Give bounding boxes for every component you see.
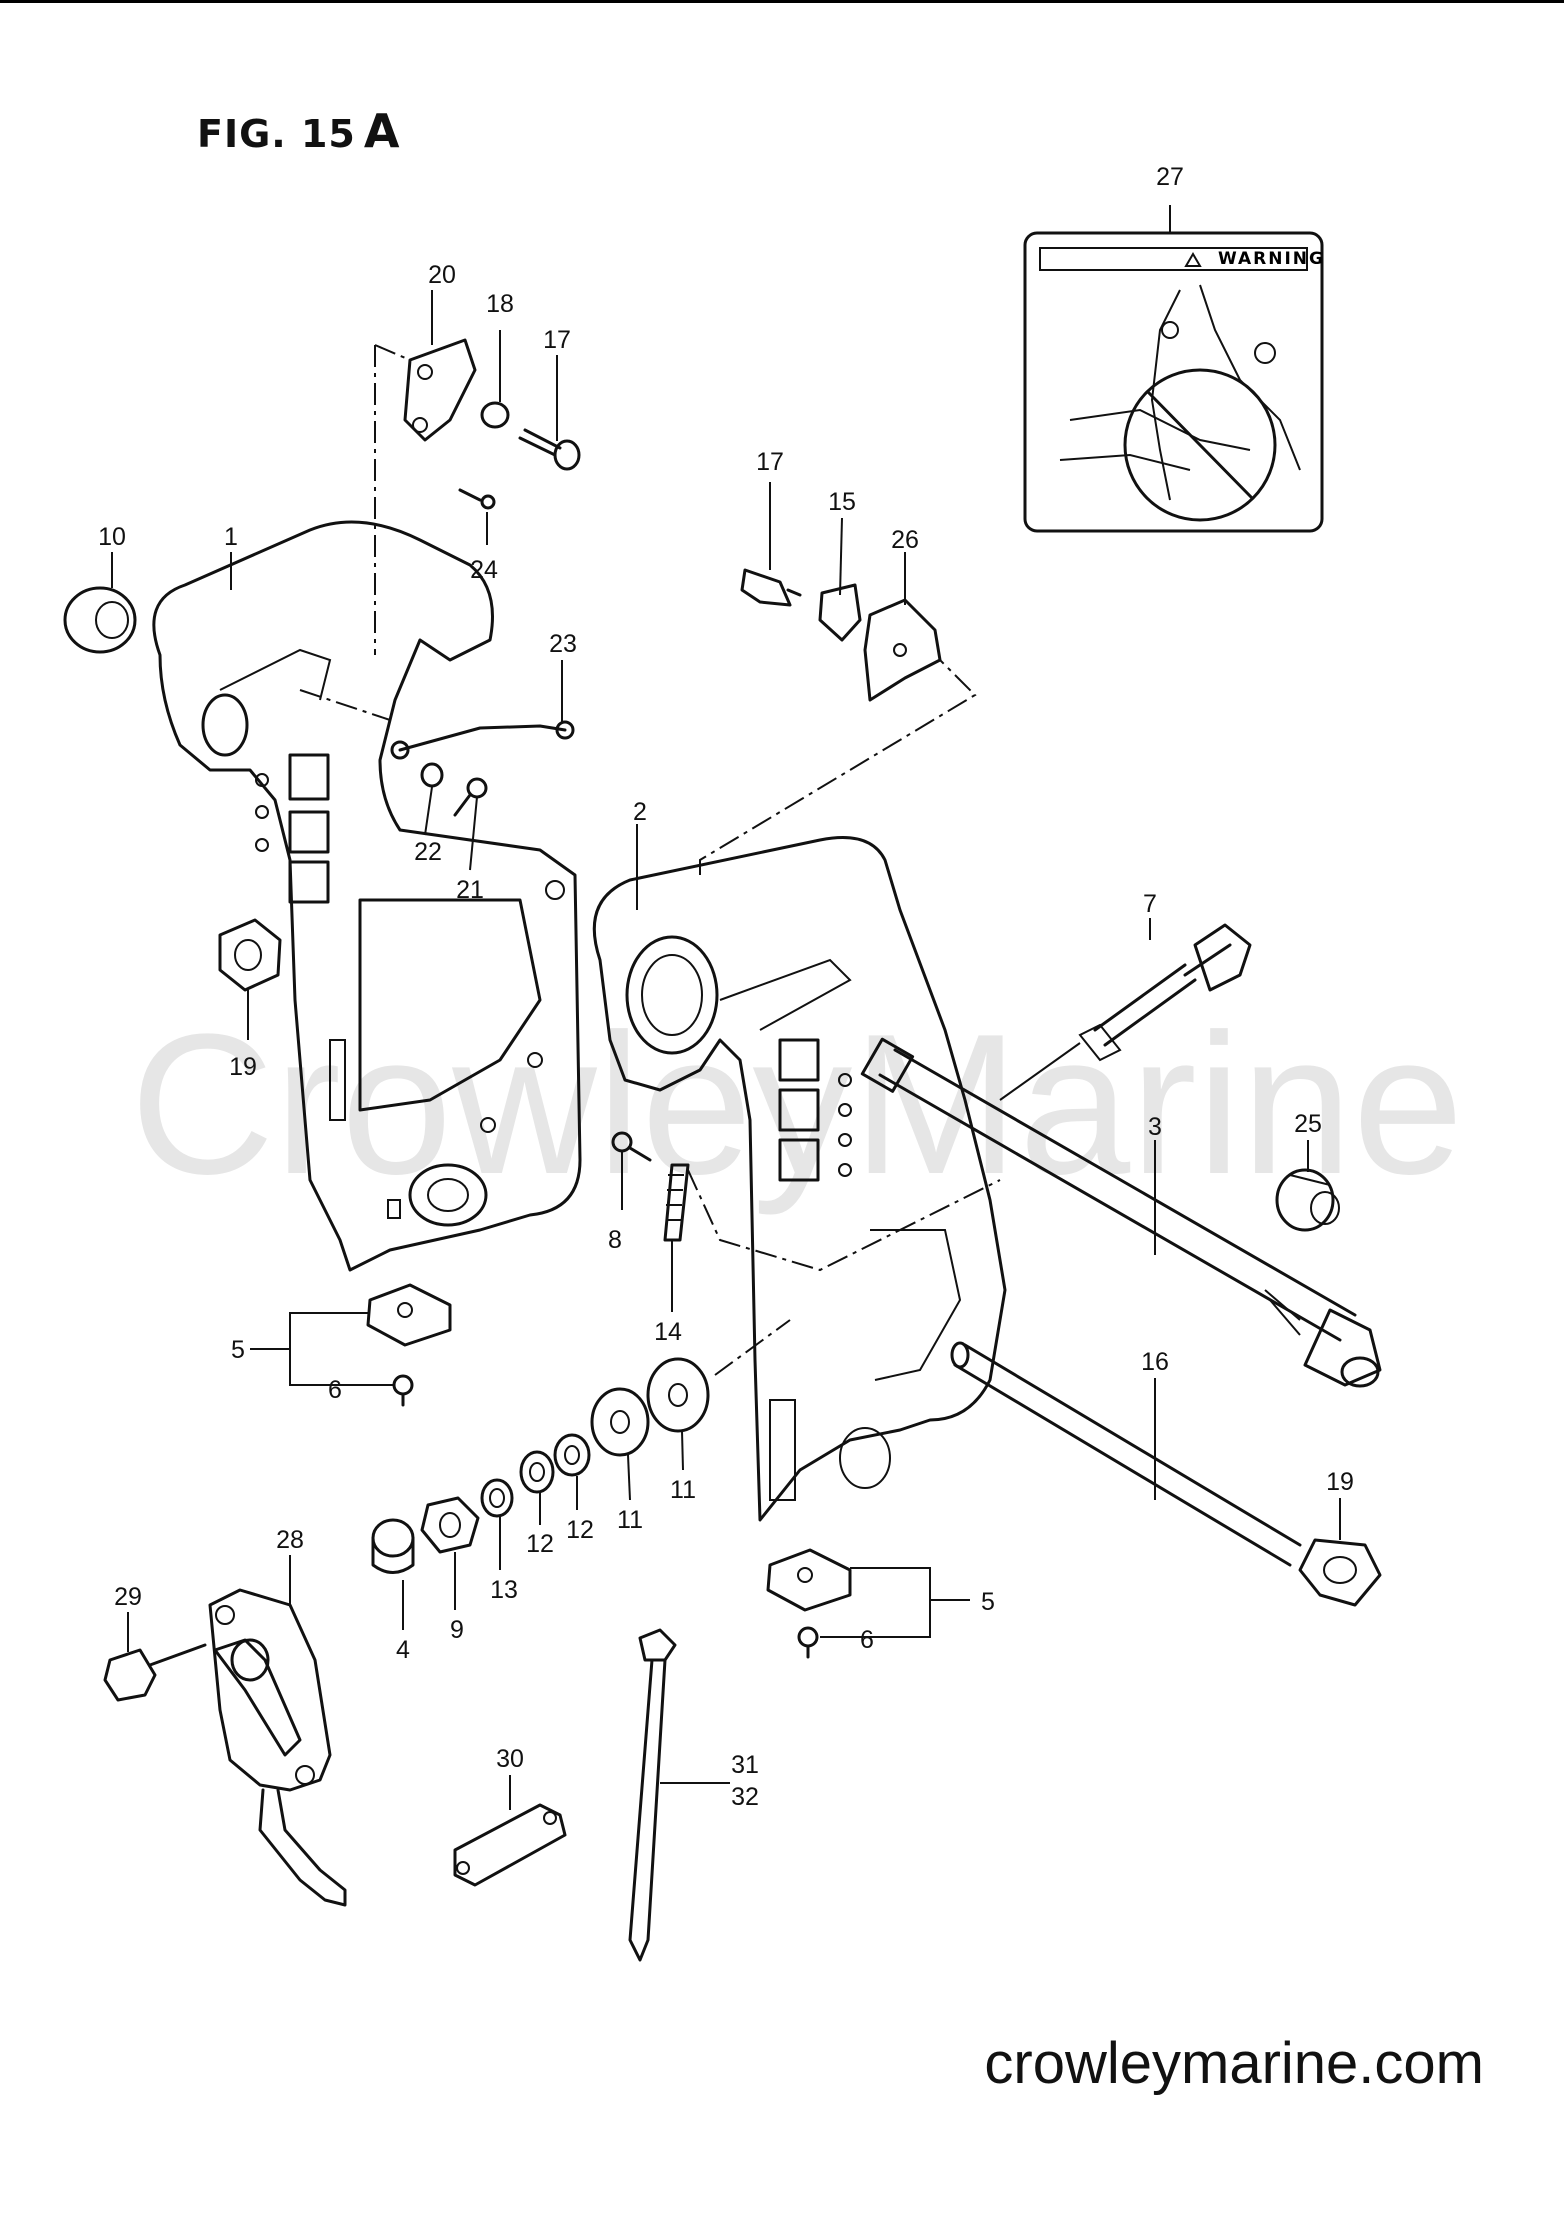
callout-16: 16 xyxy=(1141,1348,1169,1376)
callout-6-left: 6 xyxy=(328,1376,342,1404)
washer-11-b xyxy=(646,1357,710,1433)
callout-18: 18 xyxy=(486,290,514,318)
screw-21 xyxy=(453,777,488,817)
warning-decal: WARNING xyxy=(1023,231,1325,533)
callout-17-right: 17 xyxy=(756,448,784,476)
callout-9: 9 xyxy=(450,1616,464,1644)
washer-15 xyxy=(818,583,862,642)
callout-14: 14 xyxy=(654,1318,682,1346)
callout-10: 10 xyxy=(98,523,126,551)
bushing-25 xyxy=(1275,1168,1340,1232)
callout-5-right: 5 xyxy=(981,1588,995,1616)
warning-triangle-icon xyxy=(1184,252,1202,267)
washer-11-a xyxy=(590,1387,650,1457)
callout-26: 26 xyxy=(891,526,919,554)
callout-17-left: 17 xyxy=(543,326,571,354)
screw-6-left xyxy=(392,1374,414,1407)
callout-6-right: 6 xyxy=(860,1626,874,1654)
plate-20 xyxy=(403,338,477,442)
callout-20: 20 xyxy=(428,261,456,289)
callout-12-b: 12 xyxy=(566,1516,594,1544)
callout-24: 24 xyxy=(470,556,498,584)
callout-7: 7 xyxy=(1143,890,1157,918)
figure-suffix: A xyxy=(363,104,401,158)
callout-8: 8 xyxy=(608,1226,622,1254)
callout-11-a: 11 xyxy=(617,1506,643,1534)
top-border-rule xyxy=(0,0,1564,3)
bolt-17-left xyxy=(518,428,581,471)
callout-1: 1 xyxy=(224,523,238,551)
callout-32: 32 xyxy=(731,1783,759,1811)
pad-5-right xyxy=(766,1548,852,1612)
washer-18 xyxy=(480,401,510,429)
leader-lines xyxy=(111,205,1341,1810)
bolt-17-right xyxy=(740,568,802,607)
nut-19-left xyxy=(218,918,282,992)
warning-label-text: WARNING xyxy=(1218,249,1325,269)
callout-12-a: 12 xyxy=(526,1530,554,1558)
callout-5-left: 5 xyxy=(231,1336,245,1364)
callout-29: 29 xyxy=(114,1583,142,1611)
spring-14 xyxy=(663,1163,690,1242)
bolt-29 xyxy=(103,1643,207,1702)
callout-11-b: 11 xyxy=(670,1476,696,1504)
cable-tie-31-32 xyxy=(628,1628,677,1962)
washer-22 xyxy=(420,762,444,788)
bushing-4 xyxy=(371,1518,415,1574)
callout-13: 13 xyxy=(490,1576,518,1604)
lock-washer-13 xyxy=(480,1478,514,1518)
footer-site-name: crowleymarine.com xyxy=(984,2031,1484,2096)
callout-19-left: 19 xyxy=(229,1053,257,1081)
callout-3: 3 xyxy=(1148,1113,1162,1141)
nut-9 xyxy=(420,1496,480,1554)
nut-10 xyxy=(63,586,137,654)
callout-30: 30 xyxy=(496,1745,524,1773)
callout-23: 23 xyxy=(549,630,577,658)
callout-2: 2 xyxy=(633,798,647,826)
washer-12-a xyxy=(519,1450,555,1494)
clamp-bracket-right xyxy=(592,836,1007,1522)
callout-22: 22 xyxy=(414,838,442,866)
pad-5-left xyxy=(366,1283,452,1347)
clip-26 xyxy=(863,598,942,702)
prohibition-circle-icon xyxy=(1123,368,1277,522)
trim-sender-28 xyxy=(208,1588,347,1907)
callout-numbers: 1 2 3 4 5 5 6 6 7 8 9 10 11 11 12 12 13 … xyxy=(98,163,1354,1811)
callout-31: 31 xyxy=(731,1751,759,1779)
callout-28: 28 xyxy=(276,1526,304,1554)
clip-30 xyxy=(453,1803,567,1887)
callout-21: 21 xyxy=(456,876,484,904)
thrust-rod xyxy=(999,923,1252,1101)
alignment-line-26 xyxy=(699,659,977,875)
screw-8 xyxy=(611,1131,652,1162)
callout-15: 15 xyxy=(828,488,856,516)
alignment-line-14 xyxy=(687,1169,1001,1272)
screw-24 xyxy=(458,488,496,510)
wire-23 xyxy=(398,724,567,752)
figure-label: FIG. 15 xyxy=(197,112,356,156)
washer-12-b xyxy=(553,1433,591,1477)
tilt-rod xyxy=(950,1341,1382,1607)
callout-4: 4 xyxy=(396,1636,410,1664)
screw-6-right xyxy=(797,1626,819,1659)
callout-19-right: 19 xyxy=(1326,1468,1354,1496)
clamp-bracket-left xyxy=(152,520,582,1272)
callout-25: 25 xyxy=(1294,1110,1322,1138)
callout-27: 27 xyxy=(1156,163,1184,191)
clamp-shaft xyxy=(860,1037,1382,1388)
